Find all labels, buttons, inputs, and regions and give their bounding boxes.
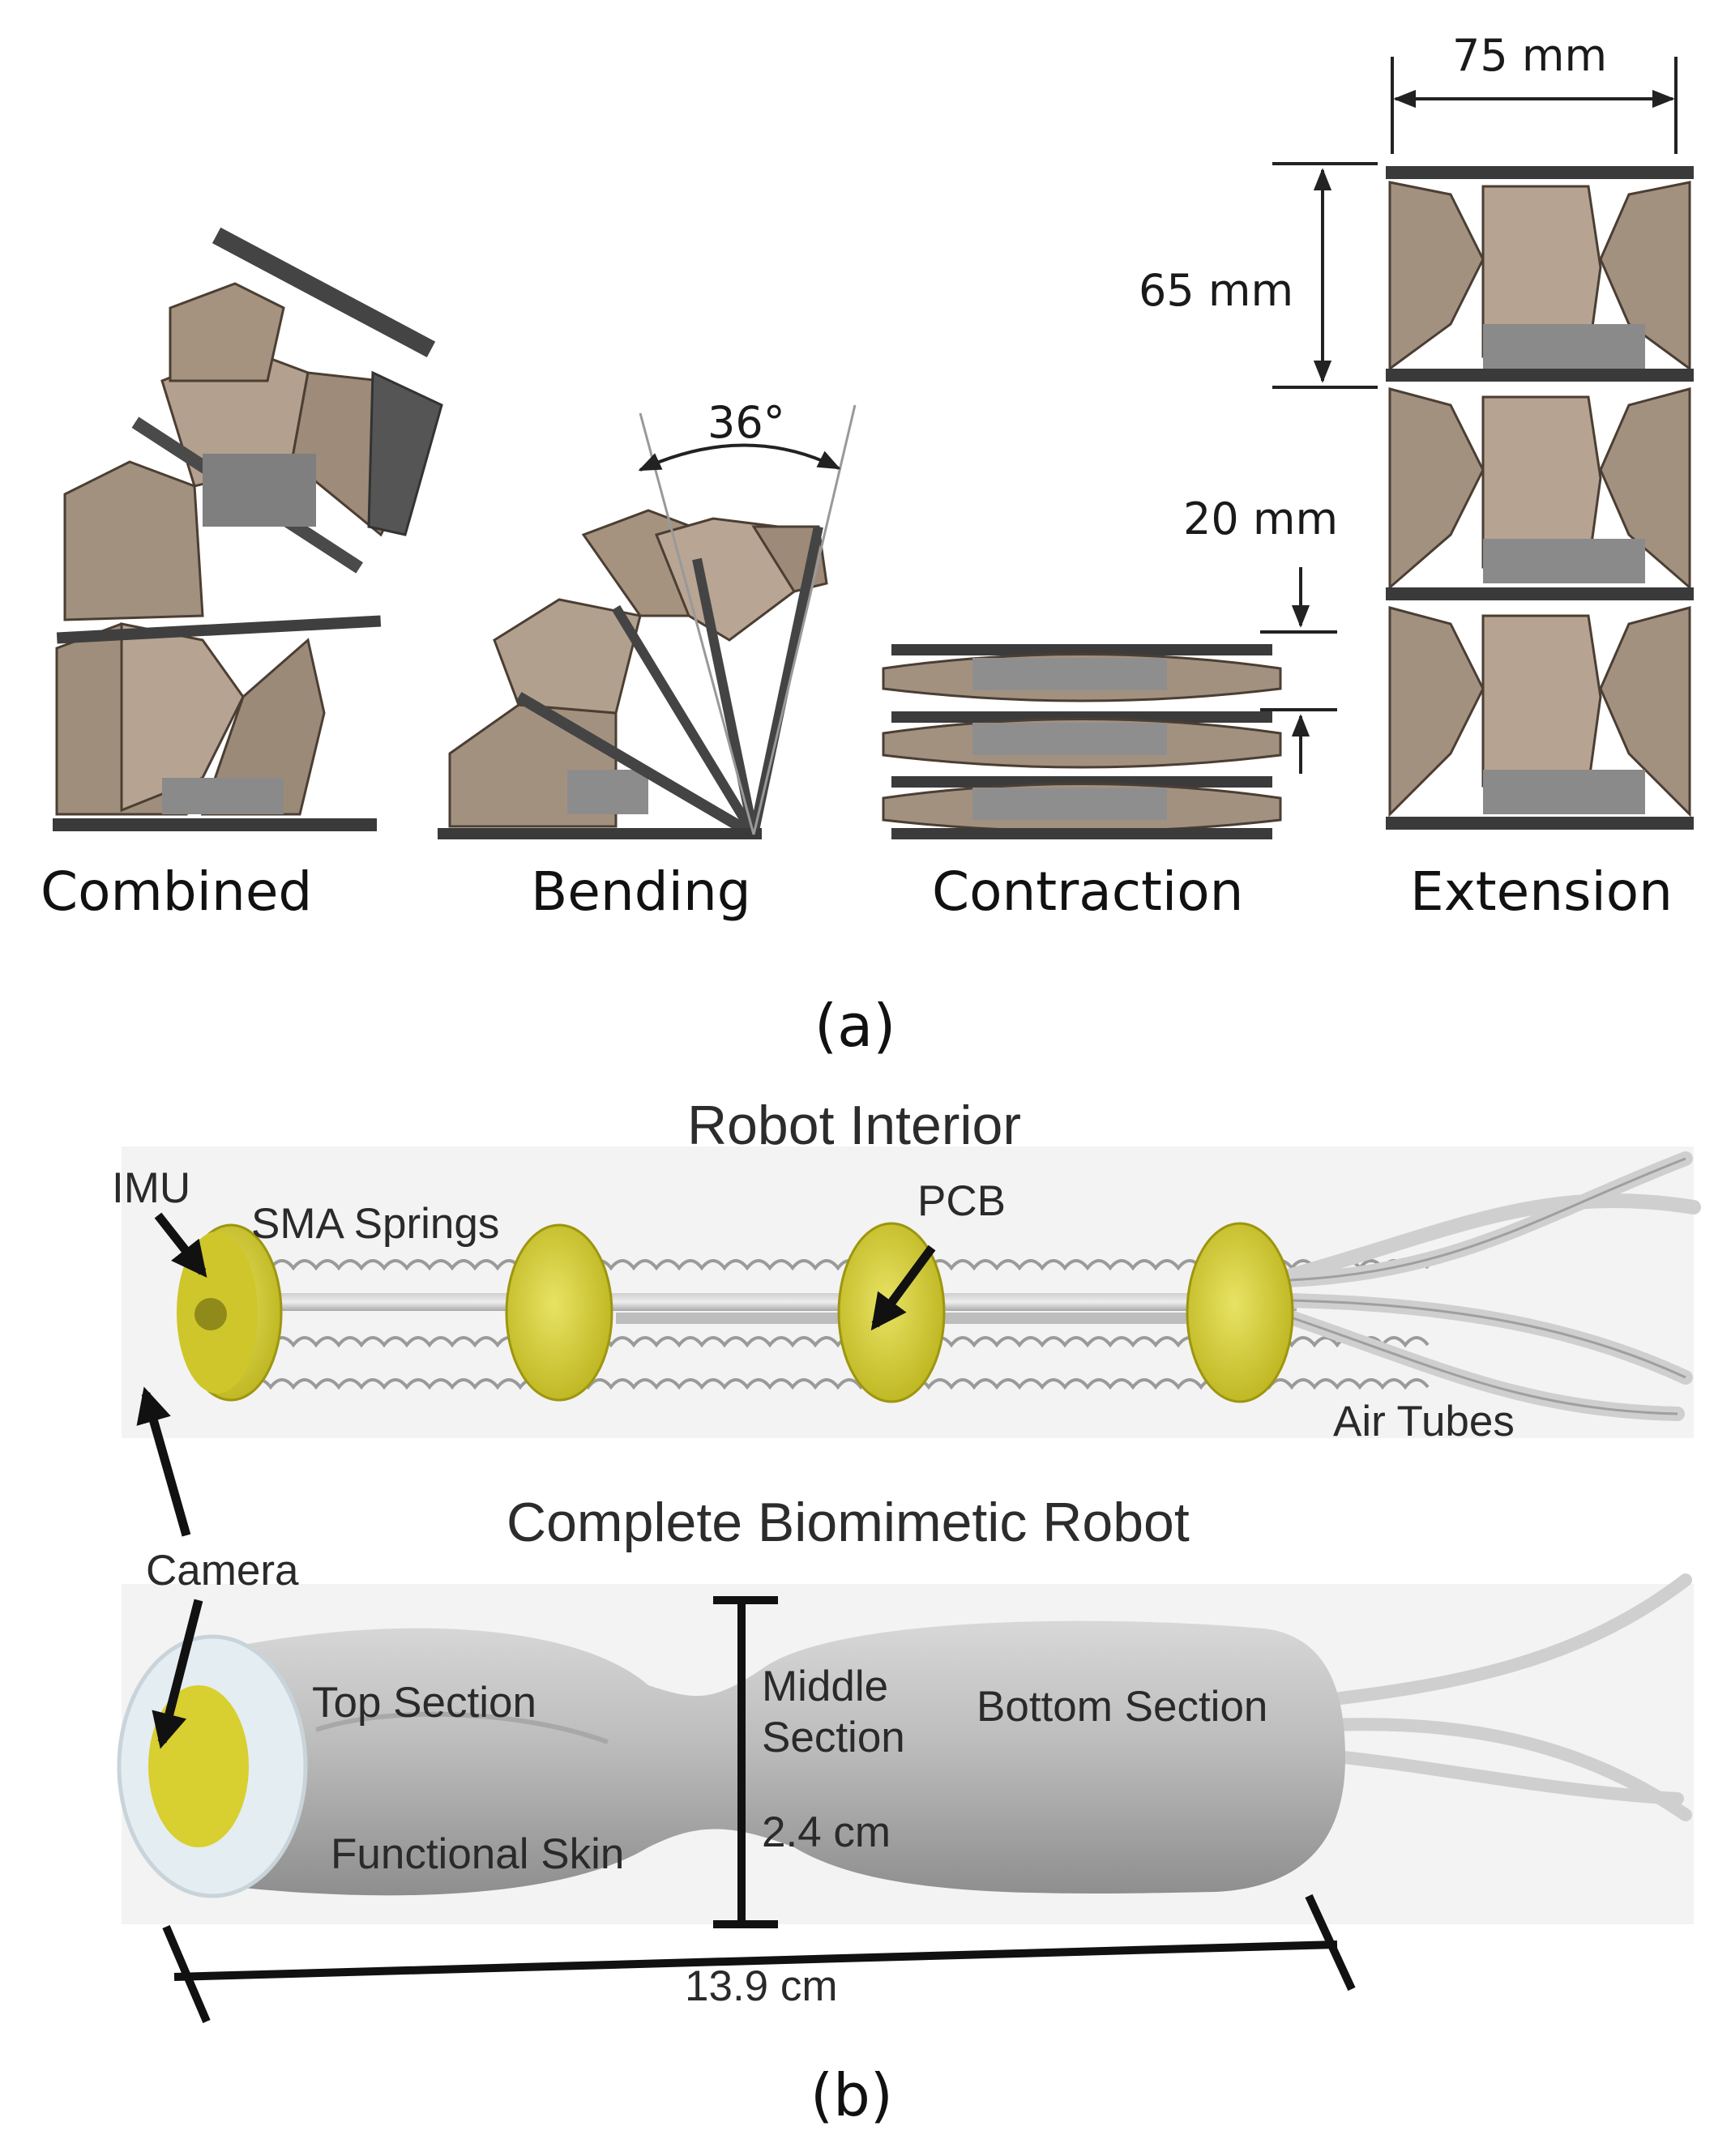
bending-module: [438, 404, 857, 840]
middle-section-label-line2: Section: [762, 1714, 905, 1761]
functional-skin-label: Functional Skin: [331, 1830, 625, 1878]
complete-robot-title: Complete Biomimetic Robot: [506, 1492, 1190, 1553]
contraction-module: [882, 644, 1282, 839]
dimension-lines: [1260, 57, 1678, 774]
bending-label: Bending: [531, 860, 751, 923]
width-dimension-label: 75 mm: [1452, 30, 1608, 81]
diameter-label: 2.4 cm: [762, 1808, 891, 1856]
combined-module: [53, 227, 443, 831]
robot-body: [243, 1620, 1345, 1896]
panel-a-caption: (a): [814, 992, 896, 1060]
combined-label: Combined: [41, 860, 313, 923]
gap-dimension-label: 20 mm: [1183, 493, 1339, 544]
sma-springs-label: SMA Springs: [251, 1200, 500, 1248]
imu-label: IMU: [112, 1164, 191, 1212]
interior-render: [122, 1146, 1701, 1438]
length-label: 13.9 cm: [685, 1962, 838, 2010]
extension-module: [1386, 166, 1694, 830]
angle-label: 36°: [707, 397, 785, 448]
panel-b-caption: (b): [810, 2061, 893, 2129]
pcb-label: PCB: [917, 1177, 1006, 1225]
camera-label: Camera: [146, 1547, 299, 1595]
length-dimension: [162, 1893, 1356, 2023]
complete-robot-render: [117, 1573, 1694, 1924]
robot-interior-title: Robot Interior: [687, 1095, 1021, 1156]
annotation-arrows: [136, 1212, 936, 1749]
height-dimension-label: 65 mm: [1139, 265, 1294, 316]
extension-label: Extension: [1410, 860, 1673, 923]
air-tubes-label: Air Tubes: [1333, 1398, 1515, 1445]
bottom-section-label: Bottom Section: [977, 1683, 1268, 1731]
disc-4: [1186, 1222, 1294, 1403]
middle-section-label-line1: Middle: [762, 1663, 889, 1710]
top-section-label: Top Section: [312, 1679, 536, 1727]
disc-2: [505, 1223, 613, 1402]
contraction-label: Contraction: [932, 860, 1244, 923]
diameter-dimension: [713, 1596, 778, 1928]
